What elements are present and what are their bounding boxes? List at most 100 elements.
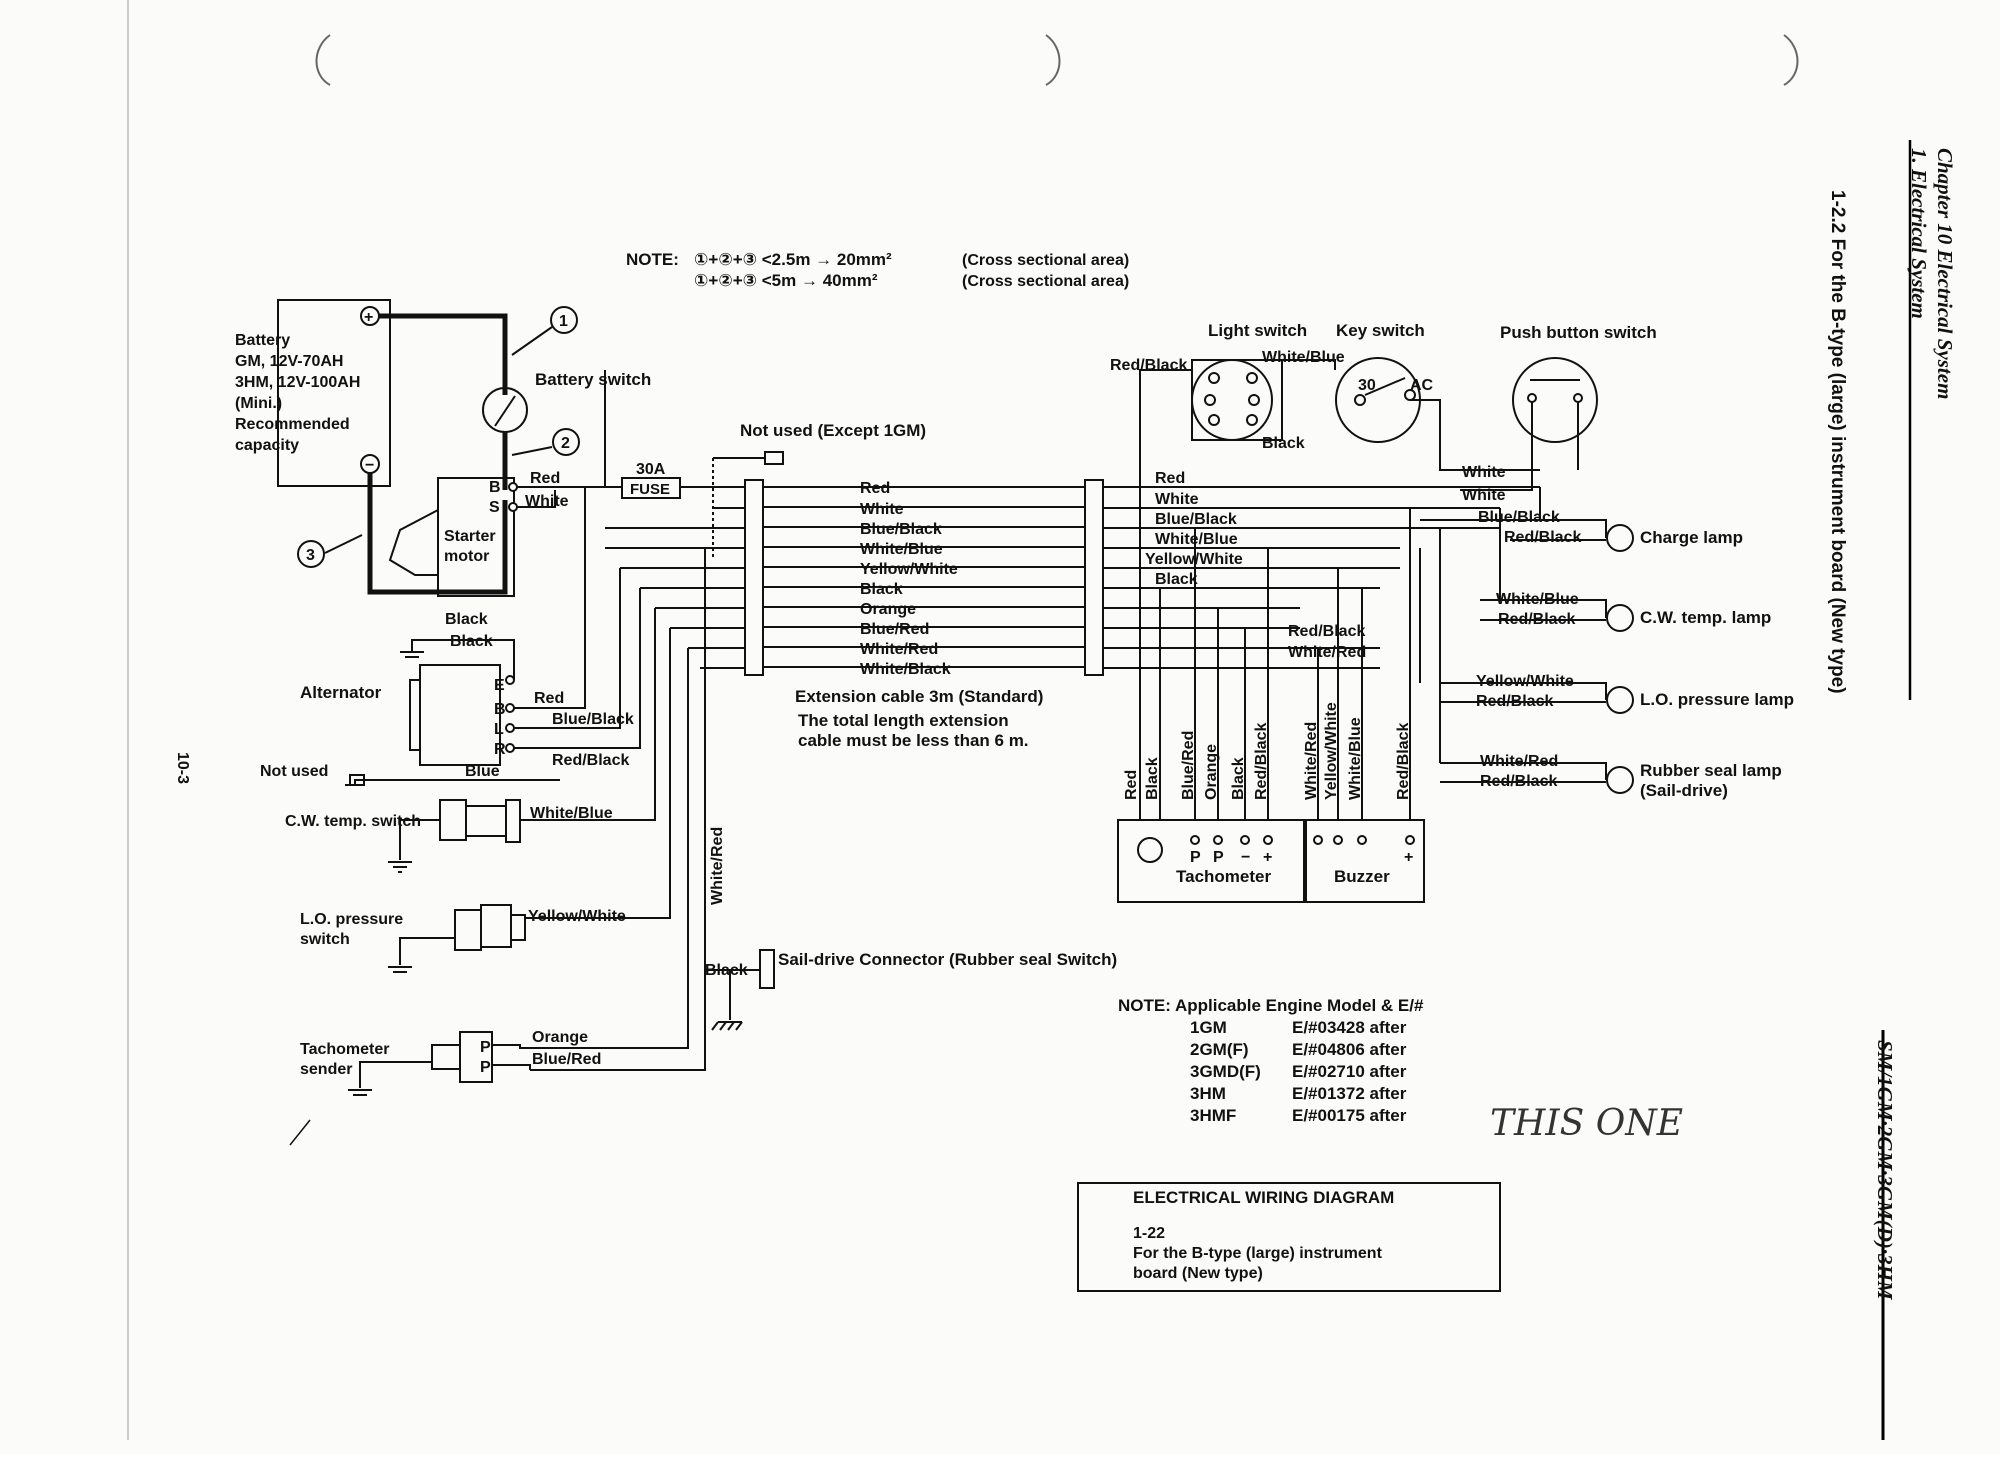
fuse-rating: 30A: [636, 461, 666, 478]
tach-terminal-plus: +: [1263, 849, 1272, 866]
extension-cable-label: Extension cable 3m (Standard): [795, 687, 1043, 706]
chapter-title: Chapter 10 Electrical System: [1933, 148, 1957, 399]
note-line-2: ①+②+③ <5m → 40mm²: [694, 271, 878, 290]
lo-pressure-label-2: switch: [300, 931, 350, 948]
vb-white-red: White/Red: [1303, 722, 1320, 800]
tachometer-symbol: [1117, 819, 1305, 903]
buzzer-terminal-plus: +: [1404, 849, 1413, 866]
harness-yellow-white: Yellow/White: [860, 561, 958, 578]
vt-red-black: Red/Black: [1253, 723, 1270, 800]
applicable-model-1: 1GM: [1190, 1018, 1227, 1037]
applicable-model-4: 3HM: [1190, 1084, 1226, 1103]
marker-2: [552, 428, 580, 456]
starter-label-2: motor: [444, 548, 489, 565]
wire-white-starter: White: [525, 493, 569, 510]
rubber-seal-lamp-label-2: (Sail-drive): [1640, 781, 1728, 800]
panel-black: Black: [1262, 435, 1305, 452]
vt-red: Red: [1123, 770, 1140, 800]
harness-red: Red: [860, 480, 890, 497]
vt-black-2: Black: [1230, 757, 1247, 800]
push-button-switch-symbol: [1512, 357, 1598, 443]
sender-terminal-1: P: [480, 1039, 491, 1056]
alt-terminal-e: E: [494, 677, 505, 694]
key-terminal-ac: AC: [1410, 377, 1434, 394]
sail-drive-connector-label: Sail-drive Connector (Rubber seal Switch…: [778, 950, 1117, 969]
harness-white: White: [860, 501, 904, 518]
applicable-serial-4: E/#01372 after: [1292, 1084, 1407, 1103]
wire-red-black-alt: Red/Black: [552, 752, 629, 769]
tachometer-label: Tachometer: [1176, 867, 1271, 886]
lo-pressure-lamp-symbol: [1606, 686, 1634, 714]
harness-white-black: White/Black: [860, 661, 951, 678]
harness-blue-red: Blue/Red: [860, 621, 929, 638]
marker-3: [297, 540, 325, 568]
panel-white-red: White/Red: [1288, 644, 1366, 661]
section-title: 1. Electrical System: [1907, 148, 1931, 319]
charge-lamp-symbol: [1606, 524, 1634, 552]
vt-orange: Orange: [1203, 744, 1220, 800]
battery-box: [277, 299, 391, 487]
applicable-model-2: 2GM(F): [1190, 1040, 1249, 1059]
vb-white-blue: White/Blue: [1347, 717, 1364, 800]
starter-terminal-s: S: [489, 499, 500, 516]
not-used-terminal: [764, 451, 784, 465]
wire-blue-red-sender: Blue/Red: [532, 1051, 601, 1068]
caption-line-1: For the B-type (large) instrument: [1133, 1245, 1383, 1262]
lamp2-wire-1: White/Blue: [1496, 591, 1579, 608]
battery-label-6: capacity: [235, 437, 299, 454]
fuse-label: FUSE: [630, 481, 670, 498]
vb-red-black: Red/Black: [1395, 723, 1412, 800]
lamp3-wire-1: Yellow/White: [1476, 673, 1574, 690]
lamp4-wire-1: White/Red: [1480, 753, 1558, 770]
battery-minus-label: −: [365, 457, 374, 474]
vt-blue-red: Blue/Red: [1180, 731, 1197, 800]
marker-2-label: 2: [561, 435, 570, 452]
wire-white-blue-sw: White/Blue: [530, 805, 613, 822]
tach-terminal-p2: P: [1213, 849, 1224, 866]
wire-white-red-vertical: White/Red: [709, 827, 726, 905]
wire-orange-sender: Orange: [532, 1029, 588, 1046]
binder-hole-3: [1783, 34, 1799, 86]
wire-black-2: Black: [450, 633, 493, 650]
panel-blue-black: Blue/Black: [1155, 511, 1237, 528]
model-range: SM/1GM·2GM·3GM(D)·3HM: [1873, 1040, 1897, 1301]
alt-terminal-r: R: [494, 741, 506, 758]
lamp3-wire-2: Red/Black: [1476, 693, 1553, 710]
alternator-symbol: [419, 664, 501, 766]
panel-red: Red: [1155, 470, 1185, 487]
lamp1-wire-2: Red/Black: [1504, 529, 1581, 546]
battery-label-5: Recommended: [235, 416, 350, 433]
panel-yellow-white: Yellow/White: [1145, 551, 1243, 568]
wire-yellow-white-sw: Yellow/White: [528, 908, 626, 925]
tach-sender-label-1: Tachometer: [300, 1041, 390, 1058]
note-line-1: ①+②+③ <2.5m → 20mm²: [694, 250, 892, 269]
lo-pressure-label-1: L.O. pressure: [300, 911, 403, 928]
battery-switch-label: Battery switch: [535, 370, 651, 389]
starter-terminal-b: B: [489, 479, 501, 496]
not-used-label: Not used: [260, 763, 328, 780]
battery-label-4: (Mini.): [235, 395, 282, 412]
handwritten-note: THIS ONE: [1490, 1103, 1683, 1144]
not-used-except-label: Not used (Except 1GM): [740, 421, 926, 440]
note-prefix: NOTE:: [626, 250, 679, 269]
push-button-white-1: White: [1462, 464, 1506, 481]
page-number: 10-3: [174, 752, 191, 784]
caption-box: [1077, 1182, 1501, 1292]
caption-title: ELECTRICAL WIRING DIAGRAM: [1133, 1188, 1394, 1207]
panel-red-black-2: Red/Black: [1288, 623, 1365, 640]
panel-red-black: Red/Black: [1110, 357, 1187, 374]
wire-red-alt: Red: [534, 690, 564, 707]
wire-red-starter: Red: [530, 470, 560, 487]
wire-black-1: Black: [445, 611, 488, 628]
harness-white-blue: White/Blue: [860, 541, 943, 558]
lamp2-wire-2: Red/Black: [1498, 611, 1575, 628]
binder-hole-2: [1045, 34, 1061, 86]
starter-label-1: Starter: [444, 528, 496, 545]
applicable-serial-3: E/#02710 after: [1292, 1062, 1407, 1081]
applicable-model-5: 3HMF: [1190, 1106, 1236, 1125]
applicable-serial-5: E/#00175 after: [1292, 1106, 1407, 1125]
panel-white-blue-2: White/Blue: [1155, 531, 1238, 548]
applicable-title: NOTE: Applicable Engine Model & E/#: [1118, 996, 1424, 1015]
